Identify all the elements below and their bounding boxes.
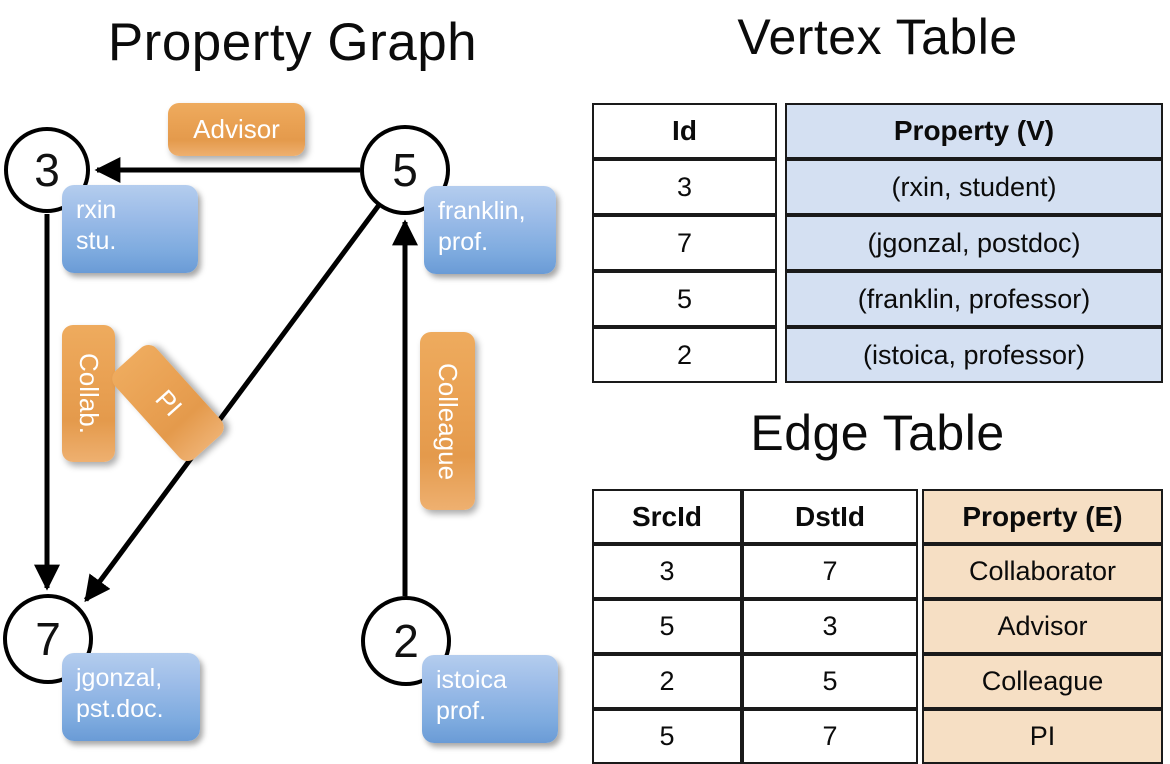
vertex-table: Id Property (V) 3 (rxin, student) 7 (jgo… (592, 103, 1163, 383)
graph-node-5-property-line1: franklin, (438, 197, 526, 225)
edge-table-header-srcid: SrcId (592, 489, 742, 544)
page-title-vertex-table: Vertex Table (737, 9, 1018, 65)
vertex-row-0-property: (rxin, student) (785, 159, 1163, 215)
edge-table-column-gap (918, 709, 922, 764)
graph-node-3-property-line2: stu. (76, 226, 117, 255)
edge-label-pi-text: PI (148, 383, 188, 422)
graph-node-2-property-line2: prof. (436, 696, 487, 725)
edge-table: SrcId DstId Property (E) 3 7 Collaborato… (592, 489, 1163, 764)
table-row: 2 (istoica, professor) (592, 327, 1163, 383)
vertex-row-3-property: (istoica, professor) (785, 327, 1163, 383)
graph-node-3-property-line1: rxin (76, 196, 117, 224)
edge-row-0-dstid: 7 (742, 544, 918, 599)
edge-row-2-dstid: 5 (742, 654, 918, 709)
edge-label-advisor: Advisor (168, 103, 305, 156)
graph-node-3-property-box: rxin stu. (62, 185, 198, 273)
graph-node-5-property-box: franklin, prof. (424, 186, 556, 274)
edge-row-0-srcid: 3 (592, 544, 742, 599)
vertex-table-header-property: Property (V) (785, 103, 1163, 159)
vertex-table-column-gap (777, 159, 785, 215)
graph-node-2[interactable]: 2 (361, 596, 451, 686)
edge-label-advisor-text: Advisor (193, 114, 280, 144)
edge-table-header-property: Property (E) (922, 489, 1163, 544)
edge-row-3-srcid: 5 (592, 709, 742, 764)
edge-table-header-dstid: DstId (742, 489, 918, 544)
vertex-table-column-gap (777, 103, 785, 159)
edge-table-column-gap (918, 544, 922, 599)
edge-row-1-srcid: 5 (592, 599, 742, 654)
graph-node-7-label: 7 (35, 613, 61, 665)
graph-node-7-property-box: jgonzal, pst.doc. (62, 653, 200, 741)
table-row: 3 7 Collaborator (592, 544, 1163, 599)
table-row: 3 (rxin, student) (592, 159, 1163, 215)
table-row: 5 3 Advisor (592, 599, 1163, 654)
edge-row-2-property: Colleague (922, 654, 1163, 709)
vertex-row-2-id: 5 (592, 271, 777, 327)
vertex-row-1-id: 7 (592, 215, 777, 271)
edge-label-colleague: Colleague (420, 332, 475, 510)
table-row: 5 (franklin, professor) (592, 271, 1163, 327)
graph-node-2-label: 2 (393, 615, 419, 667)
vertex-table-column-gap (777, 271, 785, 327)
edge-table-column-gap (918, 489, 922, 544)
graph-node-7-property-line1: jgonzal, (76, 664, 163, 692)
edge-label-collab-text: Collab. (74, 353, 104, 434)
vertex-table-header-id: Id (592, 103, 777, 159)
table-row: 5 7 PI (592, 709, 1163, 764)
edge-row-2-srcid: 2 (592, 654, 742, 709)
edge-row-3-property: PI (922, 709, 1163, 764)
vertex-row-1-property: (jgonzal, postdoc) (785, 215, 1163, 271)
table-row: 2 5 Colleague (592, 654, 1163, 709)
edge-table-column-gap (918, 654, 922, 709)
edge-label-colleague-text: Colleague (433, 362, 463, 480)
vertex-row-2-property: (franklin, professor) (785, 271, 1163, 327)
graph-edges-svg (34, 157, 418, 603)
graph-node-2-property-line1: istoica (436, 666, 507, 694)
graph-node-3-label: 3 (34, 144, 60, 196)
edge-row-3-dstid: 7 (742, 709, 918, 764)
graph-node-5-label: 5 (392, 144, 418, 196)
page-title-property-graph: Property Graph (107, 13, 478, 72)
property-graph-panel: Property Graph 3 rxin stu. 5 franklin, p… (0, 0, 585, 760)
edge-5-to-7 (83, 203, 382, 603)
vertex-table-column-gap (777, 215, 785, 271)
graph-node-2-property-box: istoica prof. (422, 655, 558, 743)
vertex-row-0-id: 3 (592, 159, 777, 215)
vertex-table-header-row: Id Property (V) (592, 103, 1163, 159)
graph-node-7-property-line2: pst.doc. (76, 694, 164, 723)
graph-node-5-property-line2: prof. (438, 227, 489, 256)
graph-node-5[interactable]: 5 (360, 125, 450, 215)
edge-label-collab: Collab. (62, 325, 115, 462)
table-row: 7 (jgonzal, postdoc) (592, 215, 1163, 271)
page-title-edge-table: Edge Table (750, 405, 1005, 461)
vertex-row-3-id: 2 (592, 327, 777, 383)
edge-row-1-dstid: 3 (742, 599, 918, 654)
edge-table-column-gap (918, 599, 922, 654)
edge-row-0-property: Collaborator (922, 544, 1163, 599)
vertex-table-column-gap (777, 327, 785, 383)
edge-row-1-property: Advisor (922, 599, 1163, 654)
edge-table-header-row: SrcId DstId Property (E) (592, 489, 1163, 544)
